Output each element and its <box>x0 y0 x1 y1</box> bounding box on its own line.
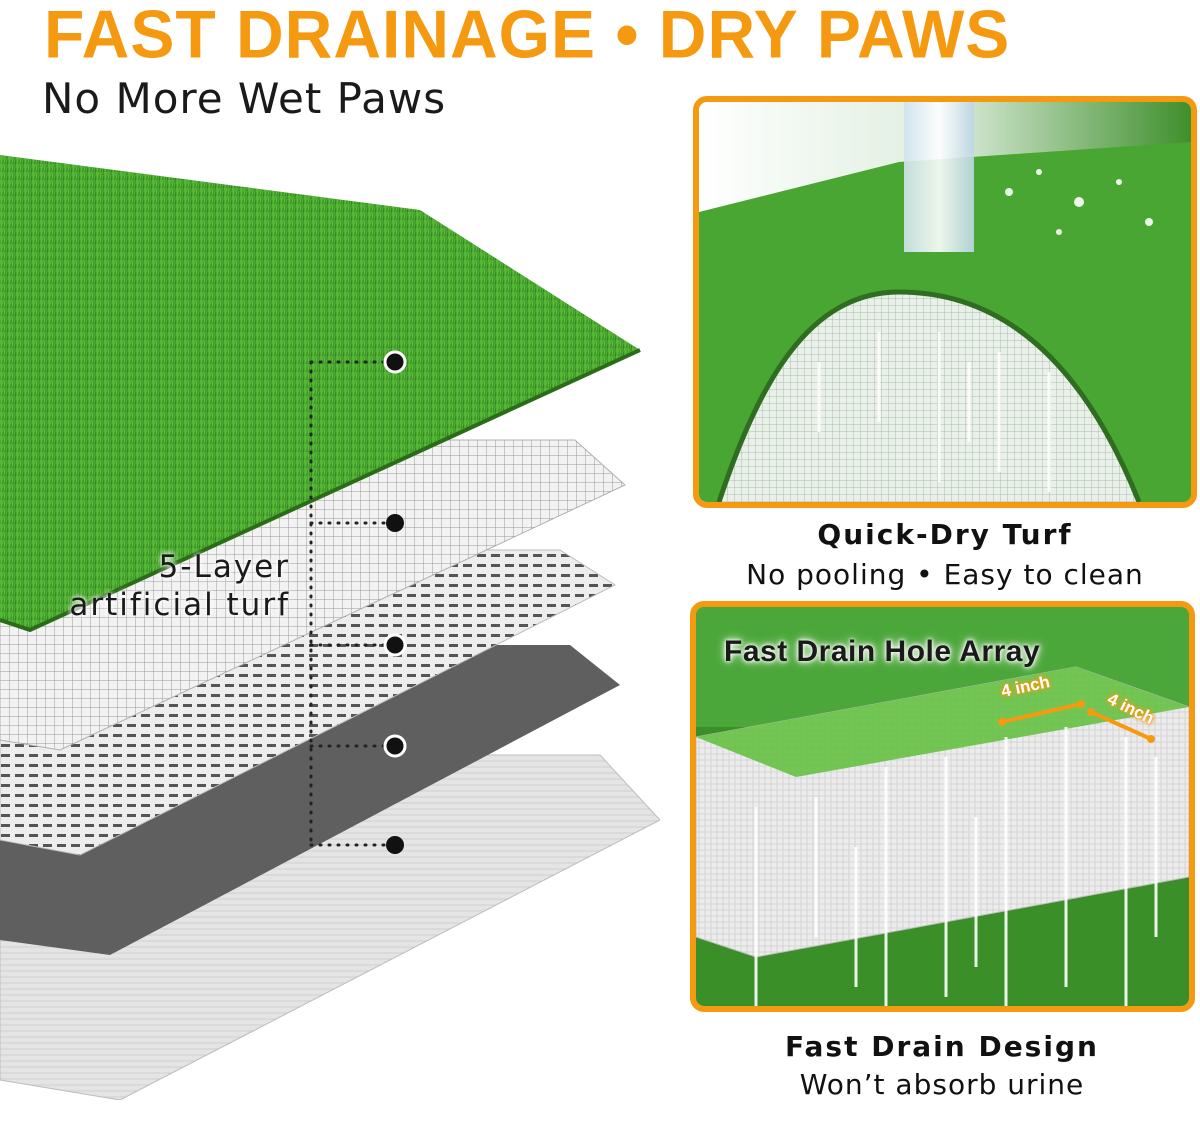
drain-hole-overlay-title: Fast Drain Hole Array <box>724 635 1041 668</box>
quick-dry-panel <box>693 96 1197 508</box>
subheadline: No More Wet Paws <box>42 74 447 123</box>
quick-dry-image <box>699 102 1191 502</box>
drain-design-subtitle: Won’t absorb urine <box>799 1068 1085 1101</box>
quick-dry-title: Quick-Dry Turf <box>817 518 1073 551</box>
layer-callout-markers <box>383 350 407 854</box>
drain-design-title: Fast Drain Design <box>785 1030 1099 1063</box>
layer-rubber-base <box>0 645 620 955</box>
layer-callout-dots <box>309 360 387 847</box>
layer-label-line2: artificial turf <box>69 587 290 623</box>
quick-dry-subtitle: No pooling • Easy to clean <box>746 558 1144 591</box>
layer-grass-top <box>0 155 640 630</box>
drain-hole-image <box>696 607 1189 1006</box>
layer-count-label: 5-Layer artificial turf <box>10 548 290 624</box>
layer-label-line1: 5-Layer <box>158 549 290 585</box>
drain-hole-panel: Fast Drain Hole Array 4 inch 4 inch <box>690 601 1195 1012</box>
turf-layers-illustration <box>0 155 660 1100</box>
headline: FAST DRAINAGE • DRY PAWS <box>44 0 1011 72</box>
